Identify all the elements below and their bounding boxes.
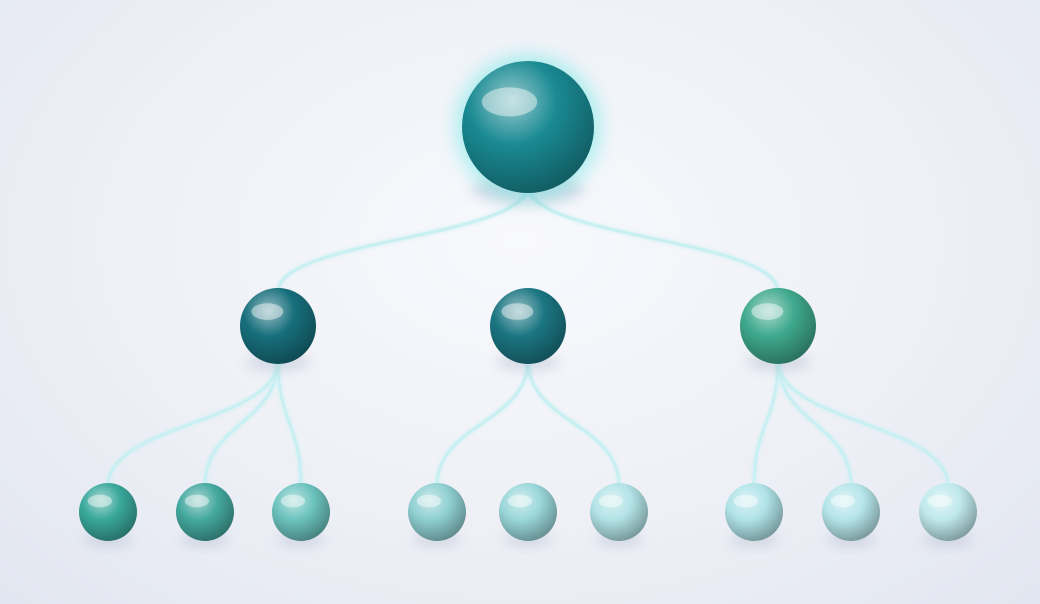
connector-l1-right-l2-7: [752, 358, 780, 488]
node-sphere: [725, 483, 783, 541]
node-l2-1: [79, 483, 137, 546]
node-sphere: [499, 483, 557, 541]
node-sphere: [408, 483, 466, 541]
node-highlight: [927, 494, 953, 508]
node-highlight: [501, 303, 534, 320]
tree-nodes: [79, 55, 977, 546]
node-l2-2: [176, 483, 234, 546]
connector-l1-right-l2-9: [776, 358, 950, 488]
node-highlight: [87, 494, 113, 508]
connector-root-l1-left: [276, 183, 530, 294]
node-sphere: [272, 483, 330, 541]
node-l2-8: [822, 483, 880, 546]
node-sphere: [462, 61, 594, 193]
node-l2-5: [499, 483, 557, 546]
node-sphere: [590, 483, 648, 541]
node-highlight: [280, 494, 306, 508]
node-highlight: [733, 494, 759, 508]
node-l2-7: [725, 483, 783, 546]
node-l2-6: [590, 483, 648, 546]
connector-l1-left-l2-1: [106, 358, 280, 488]
node-sphere: [79, 483, 137, 541]
connector-l1-center-l2-4: [435, 358, 530, 488]
node-l2-3: [272, 483, 330, 546]
node-sphere: [822, 483, 880, 541]
node-l2-9: [919, 483, 977, 546]
node-sphere: [740, 288, 816, 364]
node-highlight: [251, 303, 284, 320]
node-highlight: [751, 303, 784, 320]
node-sphere: [240, 288, 316, 364]
node-highlight: [507, 494, 533, 508]
node-sphere: [176, 483, 234, 541]
node-sphere: [919, 483, 977, 541]
node-highlight: [416, 494, 442, 508]
connector-l1-right-l2-8: [776, 358, 853, 488]
node-l2-4: [408, 483, 466, 546]
connector-l1-left-l2-2: [203, 358, 280, 488]
connector-l1-center-l2-6: [526, 358, 621, 488]
connector-l1-left-l2-3: [276, 358, 303, 488]
node-highlight: [184, 494, 210, 508]
node-sphere: [490, 288, 566, 364]
node-l1-center: [490, 288, 566, 371]
node-highlight: [830, 494, 856, 508]
node-root: [456, 55, 600, 205]
node-highlight: [481, 87, 538, 117]
node-l1-left: [240, 288, 316, 371]
node-l1-right: [740, 288, 816, 371]
connector-root-l1-right: [526, 183, 780, 294]
node-highlight: [598, 494, 624, 508]
